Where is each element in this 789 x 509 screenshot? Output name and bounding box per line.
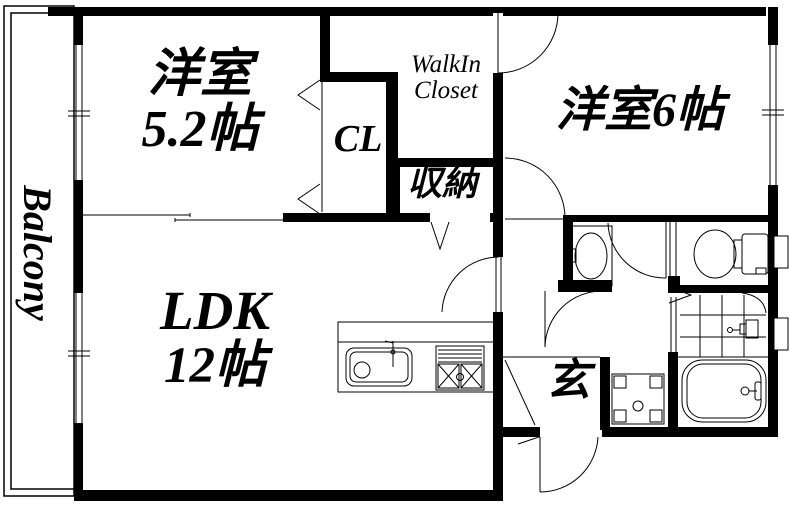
washing-machine-pan-icon bbox=[611, 373, 665, 425]
walk-in-closet-label: WalkIn Closet bbox=[411, 51, 481, 105]
washroom-door bbox=[544, 290, 603, 348]
window-bedroom-small bbox=[68, 45, 90, 180]
kitchen-sink-icon bbox=[345, 340, 413, 387]
bedroom-large-door bbox=[504, 157, 566, 220]
bedroom-large-label: 洋室6帖 bbox=[555, 84, 724, 137]
sliding-door bbox=[83, 213, 283, 222]
storage-label: 収納 bbox=[406, 164, 477, 203]
shower-mixer-icon bbox=[727, 319, 759, 339]
bathroom bbox=[678, 292, 768, 423]
bathroom-door bbox=[668, 286, 693, 352]
vent-boxes bbox=[773, 235, 789, 351]
kitchen-counter bbox=[337, 321, 498, 393]
toilet-door bbox=[607, 222, 677, 279]
closet-label: CL bbox=[333, 118, 383, 160]
entrance-label: 玄 bbox=[546, 356, 590, 405]
wic-door bbox=[497, 12, 559, 74]
bathroom-tile-floor bbox=[678, 292, 768, 358]
entrance-step bbox=[503, 356, 600, 426]
bedroom-small-label: 洋室 5.2帖 bbox=[141, 46, 259, 158]
bathtub-icon bbox=[681, 359, 767, 423]
doors bbox=[83, 12, 693, 493]
closet-bifold-door bbox=[297, 79, 323, 215]
window-bedroom-large bbox=[762, 45, 784, 185]
stove-icon bbox=[435, 345, 485, 391]
washbasin-icon bbox=[565, 225, 613, 287]
entrance-door bbox=[517, 429, 599, 493]
windows bbox=[68, 45, 789, 423]
ldk-label: LDK 12帖 bbox=[160, 280, 270, 394]
ldk-door bbox=[441, 256, 502, 313]
toilet-icon bbox=[693, 229, 769, 279]
storage-folding-door bbox=[430, 221, 450, 251]
window-ldk bbox=[68, 293, 90, 423]
